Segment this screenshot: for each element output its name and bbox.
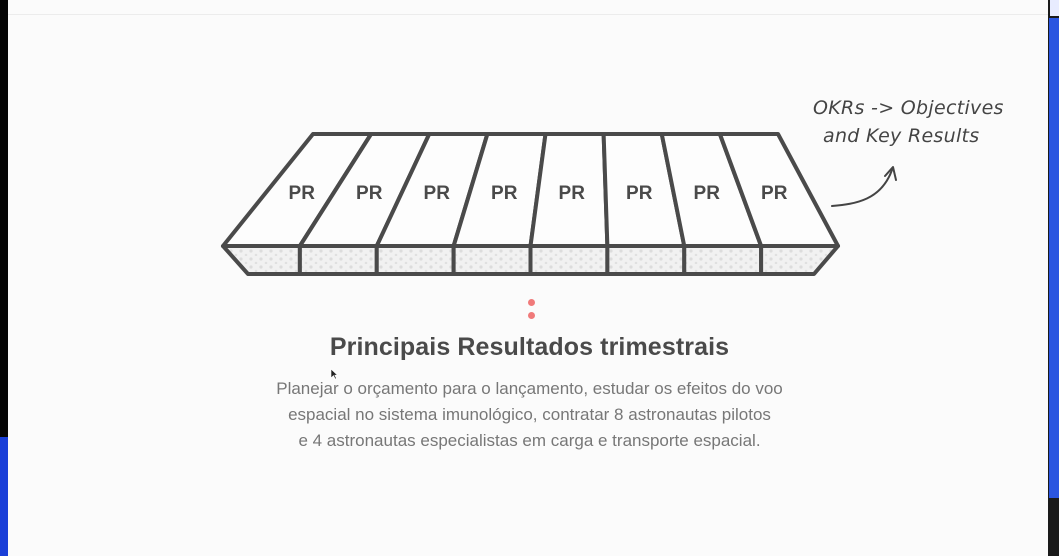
pr-block-side-4 (451, 244, 533, 276)
pr-block-label: PR (424, 183, 451, 204)
description-line-3: e 4 astronautas especialistas em carga e… (298, 431, 761, 450)
right-window-edge-blue (1049, 18, 1059, 498)
left-window-edge (0, 0, 8, 437)
pr-block-label: PR (694, 183, 721, 204)
pr-block-label: PR (626, 183, 653, 204)
annotation-line-2: and Key Results (823, 125, 980, 147)
slide-description: Planejar o orçamento para o lançamento, … (0, 376, 1059, 454)
pr-block-label: PR (491, 183, 518, 204)
pr-block-side-2 (297, 244, 379, 276)
slide-title: Principais Resultados trimestrais (329, 333, 730, 361)
pr-block-label: PR (761, 183, 788, 204)
right-window-corner (1050, 0, 1059, 16)
presentation-slide: PR PR PR PR PR PR PR PR OKRs -> Objectives and … (8, 0, 1048, 556)
arrow-icon (831, 166, 897, 207)
accent-dot-top (528, 299, 535, 306)
slide-top-rule (8, 14, 1048, 15)
pr-block-label: PR (289, 183, 316, 204)
cursor-icon (330, 368, 338, 380)
annotation-line-1: OKRs -> Objectives (813, 97, 1004, 119)
pr-block-label: PR (356, 183, 383, 204)
pr-block-side-5 (528, 244, 610, 276)
left-window-edge-blue (0, 437, 8, 556)
description-line-1: Planejar o orçamento para o lançamento, … (276, 379, 783, 398)
description-line-2: espacial no sistema imunológico, contrat… (288, 405, 771, 424)
pr-block-side-1 (221, 244, 302, 276)
pr-block-side-7 (682, 244, 764, 276)
pr-block-side-3 (374, 244, 456, 276)
pr-blocks-diagram: PR PR PR PR PR PR PR PR (221, 132, 840, 276)
pr-block-side-6 (605, 244, 687, 276)
pr-block-label: PR (559, 183, 586, 204)
pr-block-side-8 (759, 244, 840, 276)
accent-dot-bottom (528, 312, 535, 319)
